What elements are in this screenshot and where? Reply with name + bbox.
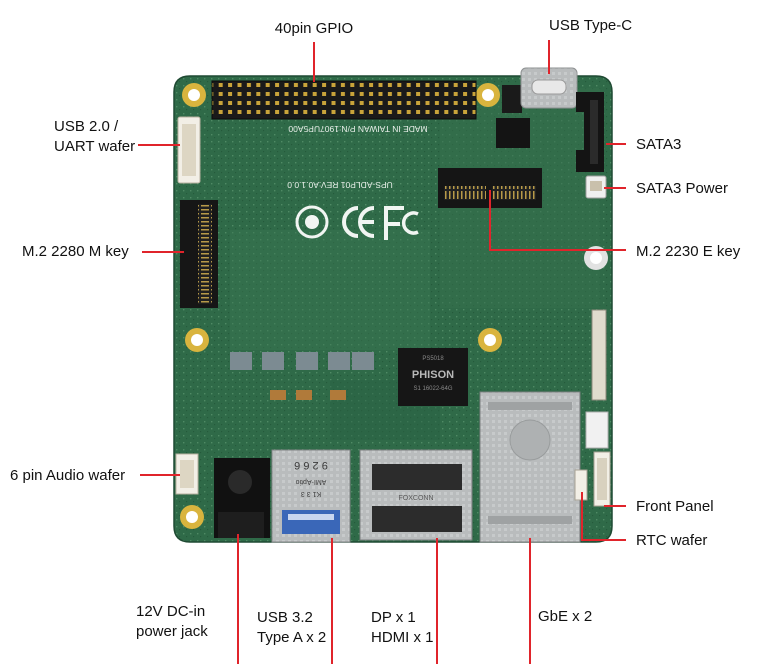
- phison-chip: PS5018 PHISON S1 16022-64G: [398, 348, 468, 406]
- sata3-power-connector: [585, 175, 607, 199]
- label-m2-e: M.2 2230 E key: [636, 243, 741, 260]
- leader-lines: [138, 40, 626, 664]
- mounting-hole-center: [478, 328, 502, 352]
- label-usb20-line1: USB 2.0 /: [54, 118, 119, 135]
- label-rtc: RTC wafer: [636, 532, 708, 549]
- usb-label-3: K1 3 3: [301, 490, 321, 497]
- label-dp-line1: DP x 1: [371, 609, 416, 626]
- chip-part-text: S1 16022-64G: [413, 386, 452, 392]
- label-dc-line2: power jack: [136, 623, 208, 640]
- label-usb20-line2: UART wafer: [54, 138, 136, 155]
- mounting-hole-bl: [180, 505, 204, 529]
- label-usb32-line2: Type A x 2: [257, 629, 327, 646]
- leader-rtc: [581, 492, 626, 541]
- white-connector: [585, 411, 609, 449]
- chip-brand-text: PHISON: [412, 369, 454, 381]
- mounting-hole-tl: [182, 83, 206, 107]
- label-audio: 6 pin Audio wafer: [10, 467, 126, 484]
- leader-m2-e: [489, 190, 626, 251]
- silkscreen-rev: UPS-ADLP01 REV:A0.1.0.0: [287, 180, 393, 190]
- mounting-hole-ml: [185, 328, 209, 352]
- gpio-header: [211, 80, 522, 120]
- label-dp-line2: HDMI x 1: [371, 629, 434, 646]
- label-sata3-power: SATA3 Power: [636, 180, 728, 197]
- label-dc-line1: 12V DC-in: [136, 603, 206, 620]
- label-usb32-line1: USB 3.2: [257, 609, 313, 626]
- label-usbc: USB Type-C: [549, 17, 633, 34]
- usb32-port: 9 2 6 6 AMI-Aptio K1 3 3: [271, 449, 351, 543]
- component-row: [230, 352, 374, 400]
- hdmi-brand-text: FOXCONN: [399, 495, 434, 502]
- certification-logos: [295, 205, 419, 240]
- label-usb20: USB 2.0 / UART wafer: [54, 117, 135, 157]
- audio-wafer: [175, 453, 199, 495]
- mounting-hole-gpio-right: [476, 83, 500, 107]
- dc-jack: [214, 458, 270, 538]
- flex-connector: [591, 309, 607, 401]
- gbe-port: [479, 391, 581, 543]
- chip-top-text: PS5018: [422, 356, 444, 362]
- front-panel-header: [593, 451, 611, 507]
- sata3-connector: [576, 92, 604, 172]
- m2-2280-slot: [180, 200, 218, 308]
- rohs-logo-icon: [295, 205, 329, 239]
- silkscreen-made: MADE IN TAIWAN P/N:1907UP5A00: [288, 124, 427, 134]
- mounting-hole-right: [584, 246, 608, 270]
- dp-hdmi-port: FOXCONN: [359, 449, 473, 541]
- label-front-panel: Front Panel: [636, 498, 714, 515]
- usb-label-1: 9 2 6 6: [294, 459, 328, 471]
- mounting-holes: [180, 83, 608, 529]
- label-gbe: GbE x 2: [538, 608, 593, 625]
- fcc-logo-icon: [384, 206, 419, 240]
- label-dc: 12V DC-in power jack: [136, 602, 208, 642]
- usb20-uart-wafer: [177, 116, 201, 184]
- label-m2-m: M.2 2280 M key: [22, 243, 129, 260]
- ce-logo-icon: [342, 206, 375, 238]
- label-usb32: USB 3.2 Type A x 2: [257, 608, 326, 648]
- small-chip: [496, 118, 530, 148]
- usb-label-2: AMI-Aptio: [296, 478, 327, 485]
- label-sata3: SATA3: [636, 136, 682, 153]
- label-gpio: 40pin GPIO: [274, 20, 354, 37]
- label-dp: DP x 1 HDMI x 1: [371, 608, 434, 648]
